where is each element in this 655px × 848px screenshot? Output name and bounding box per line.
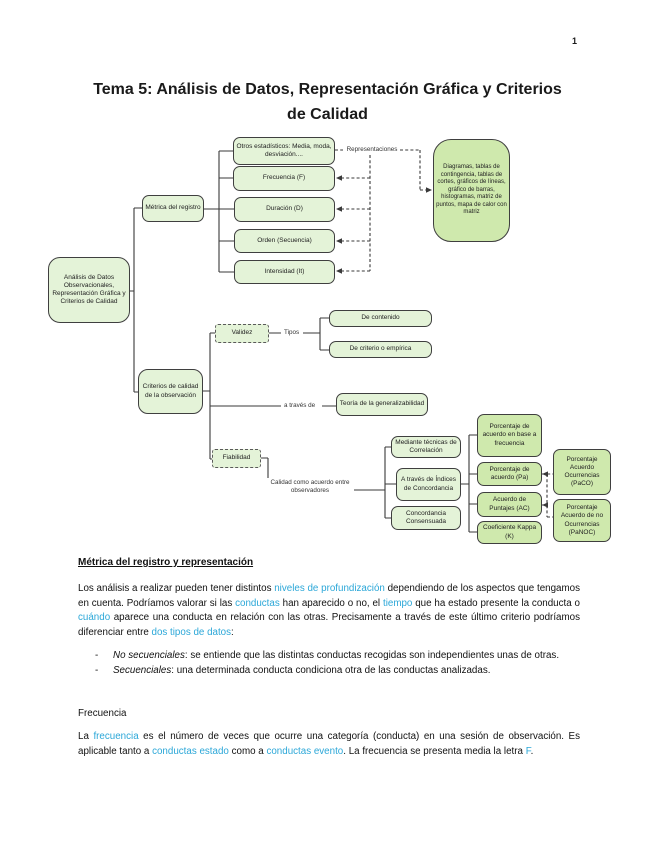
box-coeficiente-kappa: Coeficiente Kappa (K) (477, 521, 542, 544)
page-title: Tema 5: Análisis de Datos, Representació… (0, 78, 655, 128)
box-fiabilidad: Fiabilidad (212, 449, 261, 468)
box-intensidad: Intensidad (It) (234, 260, 335, 284)
page-title-line2: de Calidad (287, 105, 368, 123)
label-tipos: Tipos (284, 329, 300, 337)
box-indices-concordancia: A través de Índices de Concordancia (396, 468, 461, 501)
box-teoria-generalizabilidad: Teoría de la generalizabilidad (336, 393, 428, 416)
box-de-contenido: De contenido (329, 310, 432, 327)
box-de-criterio-empirica: De criterio o empírica (329, 341, 432, 358)
box-duracion: Duración (D) (234, 197, 335, 222)
box-acuerdo-puntajes: Acuerdo de Puntajes (AC) (477, 492, 542, 517)
box-diagramas-representaciones: Diagramas, tablas de contingencia, tabla… (433, 139, 510, 242)
paragraph-niveles-profundizacion: Los análisis a realizar pueden tener dis… (78, 583, 581, 639)
box-metrica-registro: Métrica del registro (142, 195, 204, 222)
box-porcentaje-acuerdo: Porcentaje de acuerdo (Pa) (477, 462, 542, 486)
section-subheading-frecuencia: Frecuencia (78, 708, 127, 719)
bullet-marker: - (95, 665, 99, 677)
bullet-text: Secuenciales: una determinada conducta c… (113, 665, 491, 677)
box-porcentaje-acuerdo-no-ocurrencias: Porcentaje Acuerdo de no Ocurrencias (Pa… (553, 499, 611, 542)
label-a-traves-de: a través de (284, 402, 316, 410)
box-analisis-datos: Análisis de Datos Observacionales, Repre… (48, 257, 130, 323)
box-porcentaje-frecuencia: Porcentaje de acuerdo en base a frecuenc… (477, 414, 542, 457)
box-criterios-calidad: Criterios de calidad de la observación (138, 369, 203, 414)
box-porcentaje-acuerdo-ocurrencias: Porcentaje Acuerdo Ocurrencias (PaCO) (553, 449, 611, 495)
page-number: 1 (571, 36, 577, 46)
box-otros-estadisticos: Otros estadísticos: Media, moda, desviac… (233, 137, 335, 165)
label-calidad-acuerdo-observadores: Calidad como acuerdo entre observadores (266, 479, 354, 495)
box-concordancia-consensuada: Concordancia Consensuada (391, 506, 461, 530)
bullet-list-tipos-datos: - No secuenciales: se entiende que las d… (95, 648, 580, 678)
paragraph-frecuencia: La frecuencia es el número de veces que … (78, 731, 580, 757)
bullet-no-secuenciales: - No secuenciales: se entiende que las d… (95, 648, 580, 663)
bullet-secuenciales: - Secuenciales: una determinada conducta… (95, 663, 580, 678)
box-validez: Validez (215, 324, 269, 343)
bullet-text: No secuenciales: se entiende que las dis… (113, 650, 560, 661)
box-frecuencia: Frecuencia (F) (233, 166, 335, 191)
bullet-marker: - (95, 650, 99, 661)
box-tecnicas-correlacion: Mediante técnicas de Correlación (391, 436, 461, 458)
label-representaciones: Representaciones (344, 146, 400, 154)
box-orden-secuencia: Orden (Secuencia) (234, 229, 335, 253)
section-heading-metrica: Métrica del registro y representación (78, 557, 254, 568)
page-title-line1: Tema 5: Análisis de Datos, Representació… (93, 81, 562, 98)
